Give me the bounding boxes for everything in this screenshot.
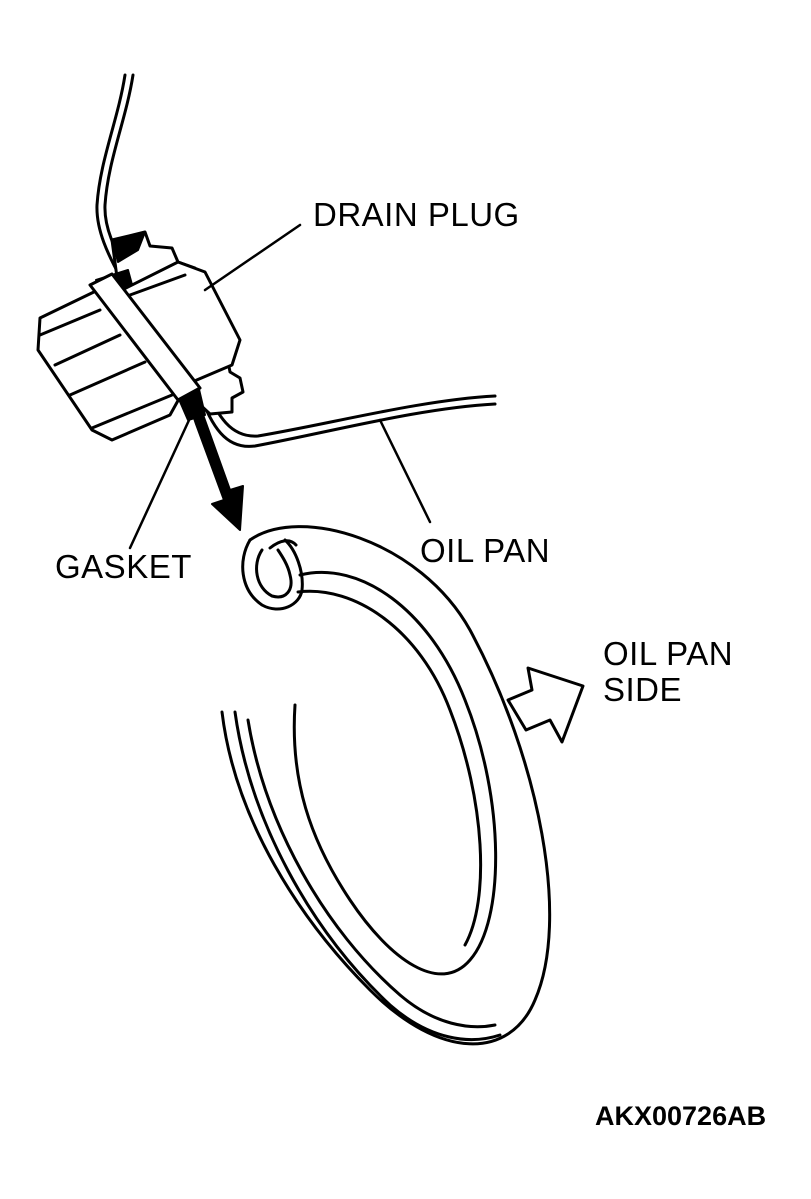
gasket-ring-outer xyxy=(220,525,552,1046)
gasket-direction-arrow xyxy=(192,411,244,531)
hex-edge-3 xyxy=(68,360,147,397)
oil-pan-bottom xyxy=(198,393,497,448)
gasket-ring-inner xyxy=(292,570,498,976)
gasket-ring-face-line xyxy=(233,710,502,1041)
oil-pan-leader xyxy=(378,418,432,524)
drain-plug-label: DRAIN PLUG xyxy=(313,196,520,233)
drain-plug-leader xyxy=(203,223,302,292)
gasket-ring-mid-line xyxy=(296,589,483,947)
gasket-leader xyxy=(128,416,192,550)
oil-pan-bottom-inner xyxy=(203,386,497,438)
hex-edge-1 xyxy=(38,308,102,337)
oil-pan-side-label: OIL PAN SIDE xyxy=(603,636,733,708)
drain-plug-flange xyxy=(88,272,202,402)
gasket-label: GASKET xyxy=(55,548,192,585)
hex-edge-4 xyxy=(90,393,174,430)
gasket-cross-section-inner xyxy=(255,548,293,599)
oil-pan-wall xyxy=(95,73,127,282)
gasket-ring-face-line-2 xyxy=(246,718,497,1029)
shank-line xyxy=(128,273,187,297)
oil-pan-label: OIL PAN xyxy=(420,532,551,569)
oil-pan-side-arrow xyxy=(506,666,585,744)
gasket-lip xyxy=(268,539,298,550)
figure-code: AKX00726AB xyxy=(595,1101,767,1131)
gasket-cross-section-outer xyxy=(241,538,304,611)
oil-pan-side-line1: OIL PAN xyxy=(603,635,734,672)
oil-pan-side-line2: SIDE xyxy=(603,671,683,708)
hex-edge-2 xyxy=(53,333,122,367)
gasket-top-sliver xyxy=(111,231,146,263)
